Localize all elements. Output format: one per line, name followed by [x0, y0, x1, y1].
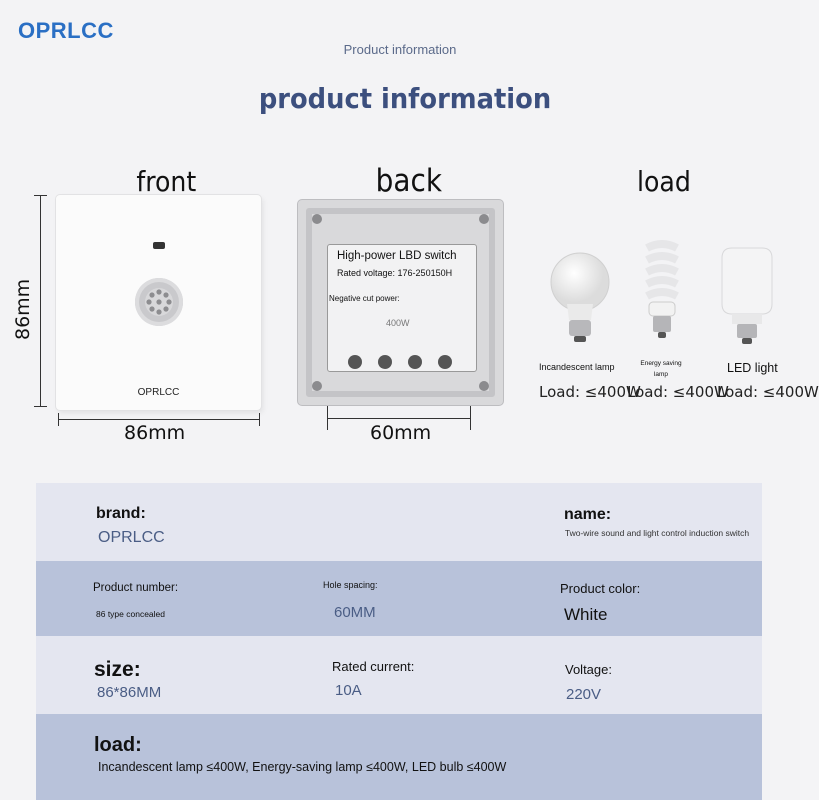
module-box	[327, 244, 477, 372]
width-dimension-line	[58, 419, 260, 420]
height-dimension-line	[40, 195, 41, 407]
sound-sensor-icon	[135, 278, 183, 326]
module-power: 400W	[386, 318, 410, 328]
size-label: size:	[94, 658, 141, 681]
module-cut-power: Negative cut power:	[329, 294, 400, 303]
front-label: front	[136, 165, 197, 198]
height-dimension: 86mm	[12, 278, 34, 340]
terminal-icon	[438, 355, 452, 369]
voltage-label: Voltage:	[565, 662, 612, 677]
brand-value: OPRLCC	[98, 529, 165, 546]
back-label: back	[375, 163, 442, 199]
rated-current-value: 10A	[335, 682, 362, 699]
led-bulb-icon	[721, 247, 773, 344]
indicator-led	[153, 242, 165, 249]
product-color-value: White	[564, 605, 608, 624]
spec-row-4: load: Incandescent lamp ≤400W, Energy-sa…	[36, 714, 762, 800]
voltage-value: 220V	[566, 686, 602, 703]
spec-row-1: brand: OPRLCC name: Two-wire sound and l…	[36, 483, 762, 561]
energy-saving-bulb-icon	[645, 240, 679, 338]
load-spec-label: load:	[94, 734, 142, 756]
screw-icon	[312, 381, 322, 391]
dim-tick	[58, 413, 59, 426]
terminal-icon	[378, 355, 392, 369]
switch-back-image: High-power LBD switch Rated voltage: 176…	[298, 200, 503, 405]
brand-label: brand:	[96, 505, 146, 522]
brand-logo: OPRLCC	[18, 18, 114, 43]
panel-brand-mark: OPRLCC	[137, 387, 180, 398]
name-value: Two-wire sound and light control inducti…	[564, 528, 750, 538]
incandescent-bulb-icon	[550, 252, 610, 342]
hole-spacing-value: 60MM	[334, 604, 376, 621]
product-number-label: Product number:	[93, 582, 179, 594]
incandescent-rating: Load: ≤400W	[539, 383, 641, 401]
module-title: High-power LBD switch	[337, 250, 457, 262]
load-spec-value: Incandescent lamp ≤400W, Energy-saving l…	[98, 760, 507, 774]
width-dimension: 86mm	[124, 422, 186, 444]
name-label: name:	[564, 506, 612, 523]
rated-current-label: Rated current:	[332, 659, 415, 674]
page-title: product information	[258, 82, 552, 115]
load-label: load	[636, 165, 691, 198]
back-width-dimension-line	[327, 418, 471, 419]
module-rated-voltage: Rated voltage: 176-250150H	[337, 268, 453, 278]
terminal-icon	[408, 355, 422, 369]
terminal-icon	[348, 355, 362, 369]
screw-icon	[312, 214, 322, 224]
dim-tick	[34, 195, 47, 196]
back-width-dimension: 60mm	[370, 422, 432, 444]
led-rating: Load: ≤400W	[717, 383, 819, 401]
page-subtitle: Product information	[343, 42, 457, 57]
hole-spacing-label: Hole spacing:	[323, 580, 378, 590]
product-color-label: Product color:	[560, 581, 641, 596]
energy-saving-label: Energy saving lamp	[640, 360, 682, 378]
dim-tick	[259, 413, 260, 426]
incandescent-label: Incandescent lamp	[539, 362, 615, 372]
screw-icon	[479, 214, 489, 224]
screw-icon	[479, 381, 489, 391]
product-info-page: OPRLCC Product information product infor…	[12, 18, 819, 800]
product-number-value: 86 type concealed	[96, 609, 165, 619]
size-value: 86*86MM	[97, 684, 162, 701]
led-label: LED light	[727, 361, 778, 375]
switch-front-image: OPRLCC	[56, 195, 261, 410]
spec-row-3: size: 86*86MM Rated current: 10A Voltage…	[36, 636, 762, 714]
spec-row-2: Product number: 86 type concealed Hole s…	[36, 561, 762, 636]
dim-tick	[34, 406, 47, 407]
energy-saving-rating: Load: ≤400W	[627, 383, 729, 401]
